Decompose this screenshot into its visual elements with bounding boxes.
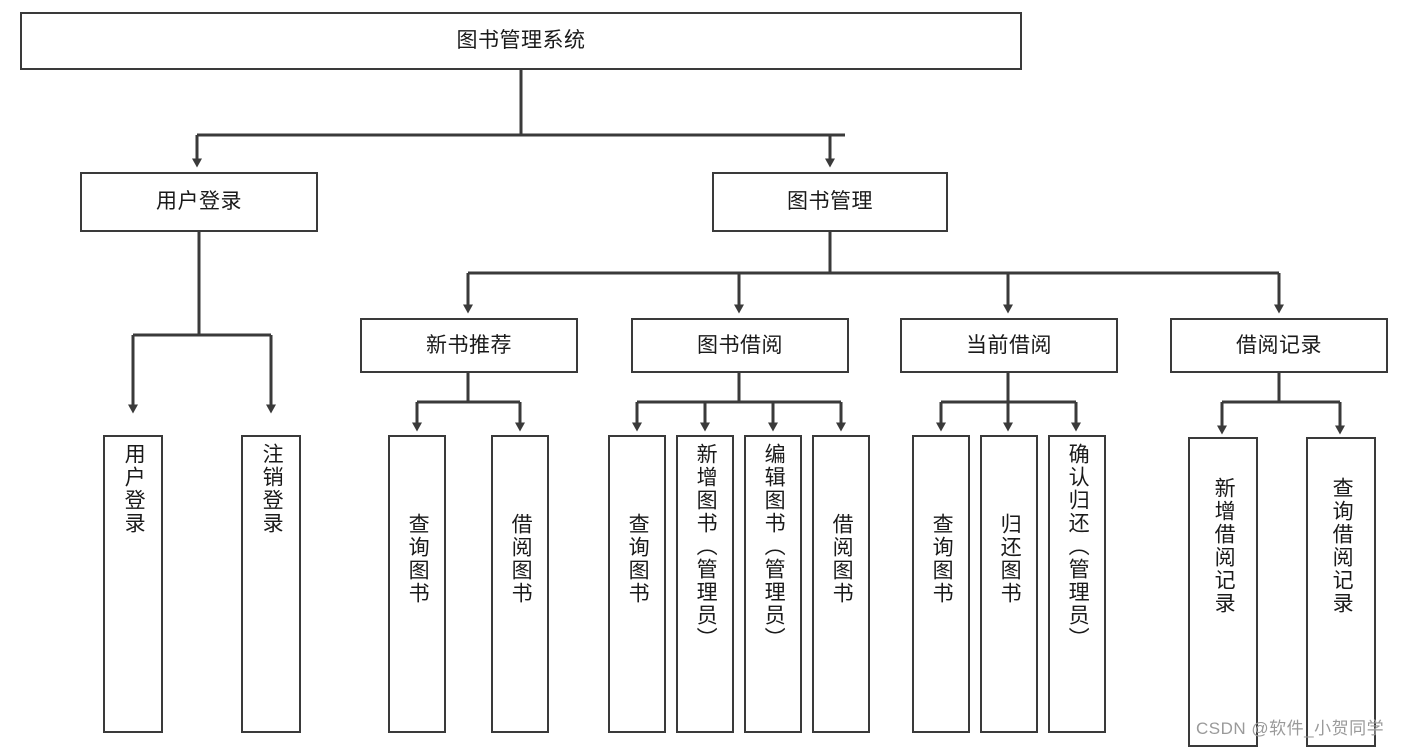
- node-query-book-1-label: 查询图书: [406, 513, 430, 605]
- node-borrow-book-2-label: 借阅图书: [830, 513, 854, 605]
- node-add-borrow-record-label: 新增借阅记录: [1212, 477, 1236, 615]
- node-logout[interactable]: 注销登录: [241, 435, 301, 733]
- node-confirm-return-label: 确认归还（管理员）: [1066, 443, 1090, 650]
- node-return-book-label: 归还图书: [998, 513, 1022, 605]
- node-add-book-label: 新增图书（管理员）: [694, 443, 718, 650]
- node-borrow-book-2[interactable]: 借阅图书: [812, 435, 870, 733]
- node-edit-book[interactable]: 编辑图书（管理员）: [744, 435, 802, 733]
- node-return-book[interactable]: 归还图书: [980, 435, 1038, 733]
- node-query-book-1[interactable]: 查询图书: [388, 435, 446, 733]
- node-current-borrow[interactable]: 当前借阅: [900, 318, 1118, 373]
- csdn-watermark: CSDN @软件_小贺同学: [1196, 719, 1385, 738]
- node-query-book-3-label: 查询图书: [930, 513, 954, 605]
- node-login[interactable]: 用户登录: [103, 435, 163, 733]
- node-borrow-book-1[interactable]: 借阅图书: [491, 435, 549, 733]
- node-new-book-recommend[interactable]: 新书推荐: [360, 318, 578, 373]
- node-book-borrow[interactable]: 图书借阅: [631, 318, 849, 373]
- node-borrow-record[interactable]: 借阅记录: [1170, 318, 1388, 373]
- node-query-borrow-record-label: 查询借阅记录: [1330, 477, 1354, 615]
- node-logout-label: 注销登录: [260, 443, 284, 535]
- node-add-borrow-record[interactable]: 新增借阅记录: [1188, 437, 1258, 747]
- node-borrow-book-1-label: 借阅图书: [509, 513, 533, 605]
- node-add-book[interactable]: 新增图书（管理员）: [676, 435, 734, 733]
- node-query-book-2[interactable]: 查询图书: [608, 435, 666, 733]
- node-user-login[interactable]: 用户登录: [80, 172, 318, 232]
- node-confirm-return[interactable]: 确认归还（管理员）: [1048, 435, 1106, 733]
- node-login-label: 用户登录: [122, 443, 146, 535]
- node-query-book-2-label: 查询图书: [626, 513, 650, 605]
- node-edit-book-label: 编辑图书（管理员）: [762, 443, 786, 650]
- node-query-borrow-record[interactable]: 查询借阅记录: [1306, 437, 1376, 747]
- node-book-manage[interactable]: 图书管理: [712, 172, 948, 232]
- node-query-book-3[interactable]: 查询图书: [912, 435, 970, 733]
- node-root[interactable]: 图书管理系统: [20, 12, 1022, 70]
